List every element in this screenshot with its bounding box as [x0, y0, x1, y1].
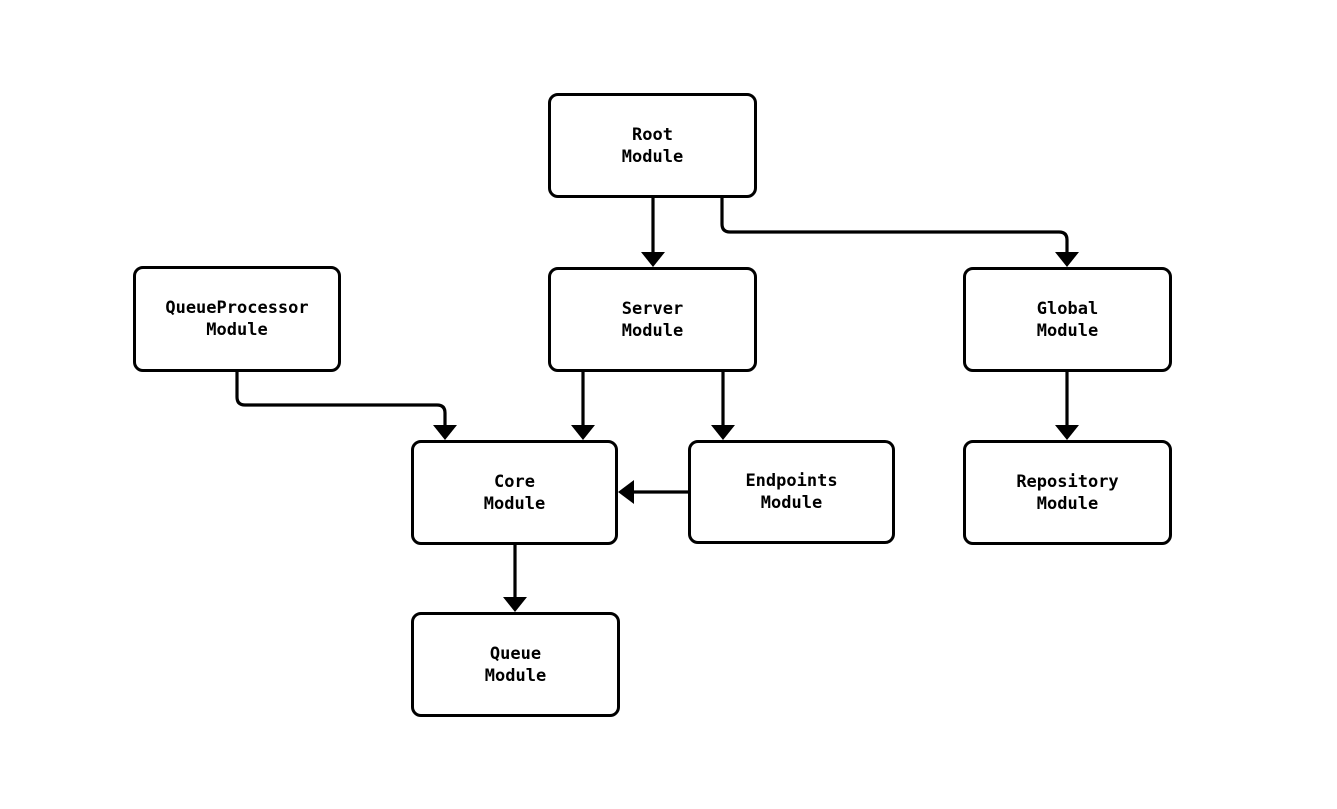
node-endpoints-module: Endpoints Module — [688, 440, 895, 544]
node-server-module: Server Module — [548, 267, 757, 372]
edge-queueprocessor-to-core — [235, 372, 457, 440]
edge-endpoints-to-core — [618, 480, 688, 504]
node-queueprocessor-module: QueueProcessor Module — [133, 266, 341, 372]
node-global-module: Global Module — [963, 267, 1172, 372]
node-global-module-label: Global Module — [1036, 298, 1099, 341]
node-queue-module: Queue Module — [411, 612, 620, 717]
node-repository-module: Repository Module — [963, 440, 1172, 545]
node-root-module-label: Root Module — [621, 124, 684, 167]
node-server-module-label: Server Module — [621, 298, 684, 341]
node-endpoints-module-label: Endpoints Module — [745, 471, 838, 513]
edge-server-to-endpoints — [711, 372, 735, 440]
node-core-module: Core Module — [411, 440, 618, 545]
node-root-module: Root Module — [548, 93, 757, 198]
edge-global-to-repository — [1055, 372, 1079, 440]
edge-root-to-server — [641, 198, 665, 267]
edge-root-to-global — [720, 198, 1079, 267]
node-repository-module-label: Repository Module — [1016, 471, 1119, 514]
node-queueprocessor-module-label: QueueProcessor Module — [165, 298, 309, 340]
node-queue-module-label: Queue Module — [484, 643, 547, 686]
edge-core-to-queue — [503, 545, 527, 612]
node-core-module-label: Core Module — [483, 471, 546, 514]
edge-server-to-core — [571, 372, 595, 440]
